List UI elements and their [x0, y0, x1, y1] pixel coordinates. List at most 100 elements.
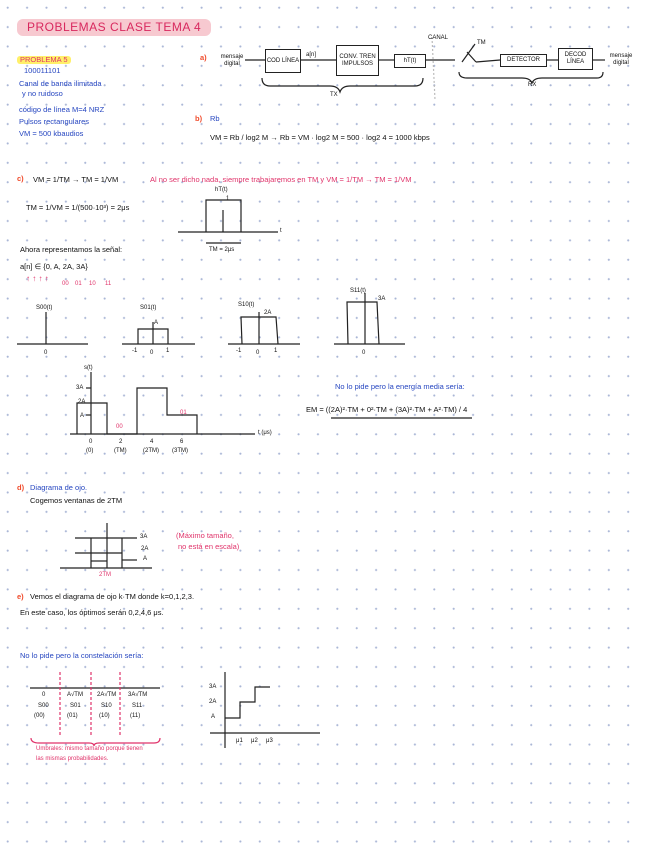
- code: 11: [105, 281, 112, 287]
- cod-linea-block: COD LÍNEA: [265, 49, 301, 73]
- tick: -1: [236, 348, 242, 354]
- threshold-note: las mismas probabilidades.: [36, 756, 109, 762]
- part-e-label: e): [17, 592, 24, 601]
- problem-line: Pulsos rectangulares: [19, 117, 90, 126]
- signal-mark: 00: [116, 424, 123, 430]
- problem-label: PROBLEMA 5: [17, 55, 71, 65]
- problem-line: Canal de banda ilimitada: [19, 79, 102, 88]
- s10-level: 2A: [264, 310, 272, 316]
- an-label: a[n]: [306, 52, 317, 58]
- s01-label: S01(t): [140, 305, 157, 311]
- tm-label: TM: [477, 40, 486, 46]
- ht-block: hT(t): [394, 54, 426, 68]
- signal-ylabel: s(t): [84, 365, 93, 371]
- output-label: mensaje digital: [609, 53, 633, 66]
- tick: 0: [44, 350, 48, 356]
- xsub: (2TM): [143, 448, 159, 454]
- page-title: PROBLEMAS CLASE TEMA 4: [17, 19, 212, 37]
- tick: 1: [274, 348, 278, 354]
- s11-level: 3A: [378, 296, 386, 302]
- e-line: En este caso, los óptimos serán 0,2,4,6 …: [20, 608, 164, 617]
- const-code: (11): [130, 713, 141, 719]
- eye-window-text: Cogemos ventanas de 2TM: [30, 496, 123, 505]
- const-symbol: S11: [132, 703, 143, 709]
- s00-label: S00(t): [36, 305, 53, 311]
- rx-label: RX: [528, 82, 537, 88]
- part-d-label: d): [17, 483, 25, 492]
- svg-text:↑ ↑ ↑ ↑: ↑ ↑ ↑ ↑: [26, 274, 49, 283]
- const-point: 3A√TM: [128, 692, 148, 698]
- signal-xlabel: t (μs): [258, 430, 272, 436]
- canal-label: CANAL: [428, 35, 449, 41]
- part-d-title: Diagrama de ojo.: [30, 483, 88, 492]
- const-code: (00): [34, 713, 45, 719]
- xsub: (0): [86, 448, 94, 454]
- step-xtick: μ2: [251, 738, 258, 744]
- decod-block: DECOD LÍNEA: [558, 48, 593, 70]
- threshold-note: Umbrales: mismo tamaño porque tienen: [36, 746, 143, 752]
- const-code: (10): [99, 713, 110, 719]
- eye-note: no está en escala): [178, 542, 240, 551]
- level: A: [80, 413, 85, 419]
- part-a-label: a): [200, 53, 207, 62]
- signal-mark: 01: [180, 410, 187, 416]
- conv-block: CONV. TREN IMPULSOS: [336, 45, 379, 76]
- s10-plot: [228, 312, 300, 345]
- code: 10: [89, 281, 96, 287]
- level: 3A: [76, 385, 84, 391]
- bit-sequence: 100011101: [24, 66, 61, 75]
- rb-formula: VM = Rb / log2 M → Rb = VM · log2 M = 50…: [210, 133, 430, 142]
- eye-diagram: [60, 523, 152, 569]
- signal-plot: [70, 372, 255, 435]
- const-code: (01): [67, 713, 78, 719]
- s01-level: A: [154, 320, 159, 326]
- alphabet: a[n] ∈ {0, A, 2A, 3A}: [20, 262, 88, 271]
- step-xtick: μ3: [266, 738, 273, 744]
- step-level: 3A: [209, 684, 217, 690]
- pulse-height: 1: [226, 196, 230, 202]
- eye-width: 2TM: [99, 572, 111, 578]
- pulse-label: hT(t): [215, 187, 228, 193]
- tx-label: TX: [330, 92, 338, 98]
- level: 2A: [78, 399, 86, 405]
- step-xtick: μ1: [236, 738, 243, 744]
- eye-note: (Máximo tamaño,: [176, 531, 234, 540]
- step-level: 2A: [209, 699, 217, 705]
- xtick: 0: [89, 439, 93, 445]
- s00-plot: [17, 312, 88, 345]
- e-line: Vemos el diagrama de ojo k·TM donde k=0,…: [30, 592, 195, 601]
- part-b-title: Rb: [210, 114, 220, 123]
- const-point: 0: [42, 692, 46, 698]
- eye-level: 3A: [140, 534, 148, 540]
- s10-label: S10(t): [238, 302, 255, 308]
- pulse-axis: t: [280, 228, 282, 234]
- tick: 0: [362, 350, 366, 356]
- step-level: A: [211, 714, 216, 720]
- part-c-label: c): [17, 174, 24, 183]
- block-diagram-wires: [245, 36, 605, 101]
- tick: 0: [150, 350, 154, 356]
- const-symbol: S00: [38, 703, 49, 709]
- constellation-note: No lo pide pero la constelación sería:: [20, 651, 144, 660]
- eye-level: A: [143, 556, 148, 562]
- represent-text: Ahora representamos la señal:: [20, 245, 123, 254]
- tick: -1: [132, 348, 138, 354]
- s11-label: S11(t): [350, 288, 366, 294]
- const-point: A√TM: [67, 692, 83, 698]
- problem-line: y no ruidoso: [22, 89, 63, 98]
- c-note: Al no ser dicho nada, siempre trabajarem…: [150, 175, 412, 184]
- code-arrows: ↑ ↑ ↑ ↑: [26, 274, 49, 283]
- const-point: 2A√TM: [97, 692, 117, 698]
- s11-plot: [334, 293, 405, 345]
- xtick: 6: [180, 439, 184, 445]
- tm-formula: VM = 1/TM → TM = 1/VM: [33, 175, 119, 184]
- problem-line: VM = 500 kbaudios: [19, 129, 84, 138]
- problem-line: código de línea M=4 NRZ: [19, 105, 105, 114]
- tick: 0: [256, 350, 260, 356]
- pulse-plot: [178, 199, 278, 244]
- xtick: 4: [150, 439, 154, 445]
- detector-block: DETECTOR: [500, 54, 547, 67]
- input-label: mensaje digital: [220, 54, 244, 67]
- threshold-brace: [30, 737, 161, 747]
